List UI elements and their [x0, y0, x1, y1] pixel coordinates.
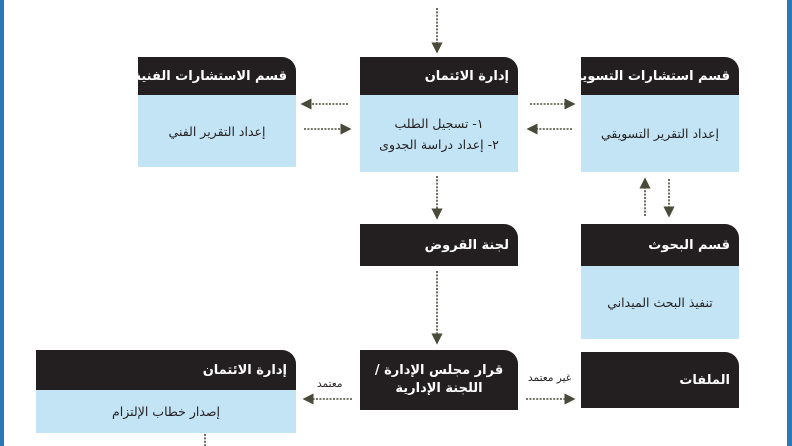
board-decision-box: قرار مجلس الإدارة / اللجنة الإدارية: [360, 350, 518, 410]
approved-label: معتمد: [317, 378, 343, 390]
research-box: قسم البحوث تنفيذ البحث الميداني: [581, 224, 739, 339]
marketing-consult-box: قسم استشارات التسويق إعداد التقرير التسو…: [581, 57, 739, 172]
credit-admin-step-1: ١- تسجيل الطلب: [394, 115, 484, 131]
tech-consult-title: قسم الاستشارات الفنية: [138, 57, 296, 95]
files-title: الملفات: [581, 352, 739, 408]
credit-admin-2-title: إدارة الائتمان: [36, 350, 296, 390]
tech-consult-box: قسم الاستشارات الفنية إعداد التقرير الفن…: [138, 57, 296, 167]
credit-admin-step-2: ٢- إعداد دراسة الجدوى: [379, 136, 499, 152]
loans-committee-box: لجنة القروض: [360, 224, 518, 266]
frame-left-border: [0, 0, 4, 446]
loans-committee-title: لجنة القروض: [360, 224, 518, 266]
board-decision-line-2: اللجنة الإدارية: [395, 381, 483, 396]
board-decision-line-1: قرار مجلس الإدارة /: [374, 363, 504, 378]
marketing-consult-body: إعداد التقرير التسويقي: [581, 95, 739, 172]
files-box: الملفات: [581, 352, 739, 408]
marketing-consult-title: قسم استشارات التسويق: [581, 57, 739, 95]
research-body: تنفيذ البحث الميداني: [581, 266, 739, 339]
credit-admin-2-box: إدارة الائتمان إصدار خطاب الإلتزام: [36, 350, 296, 433]
credit-admin-2-body: إصدار خطاب الإلتزام: [36, 390, 296, 433]
credit-admin-box: إدارة الائتمان ١- تسجيل الطلب ٢- إعداد د…: [360, 57, 518, 172]
not-approved-label: غير معتمد: [528, 372, 572, 384]
frame-right-border: [787, 0, 792, 446]
board-decision-title: قرار مجلس الإدارة / اللجنة الإدارية: [360, 350, 518, 410]
research-title: قسم البحوث: [581, 224, 739, 266]
tech-consult-body: إعداد التقرير الفني: [138, 95, 296, 167]
credit-admin-body: ١- تسجيل الطلب ٢- إعداد دراسة الجدوى: [360, 95, 518, 172]
credit-admin-title: إدارة الائتمان: [360, 57, 518, 95]
